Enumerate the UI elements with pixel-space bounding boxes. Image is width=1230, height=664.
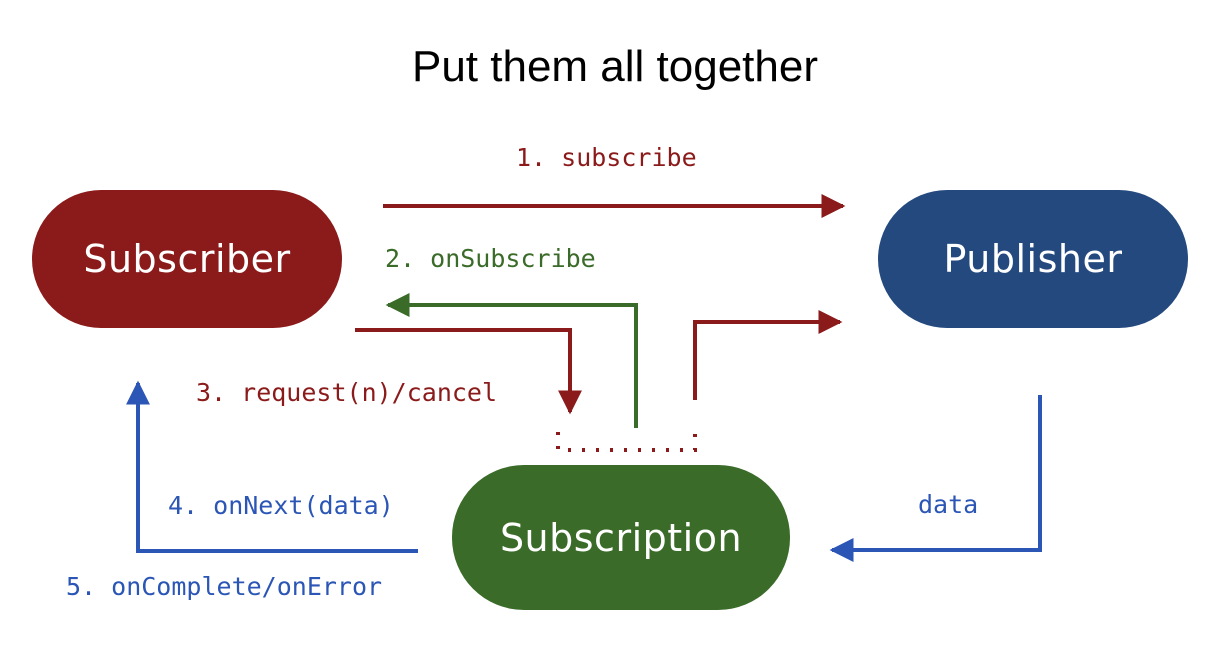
- node-publisher[interactable]: Publisher: [878, 190, 1188, 328]
- arrow-onnext-oncomplete: [126, 380, 418, 553]
- edge-label-subscribe: 1. subscribe: [516, 143, 697, 172]
- arrow-subscription-to-publisher: [693, 310, 843, 400]
- edge-label-data: data: [918, 490, 979, 519]
- edge-label-oncomplete-onerror: 5. onComplete/onError: [66, 572, 383, 601]
- arrow-onsubscribe: [385, 293, 638, 428]
- edge-label-onsubscribe: 2. onSubscribe: [385, 244, 596, 273]
- node-subscriber-label: Subscriber: [83, 237, 291, 281]
- page-title: Put them all together: [411, 42, 818, 91]
- node-subscriber[interactable]: Subscriber: [32, 190, 342, 328]
- dotted-bracket-subscription-channel: [556, 432, 697, 452]
- node-subscription-label: Subscription: [499, 515, 743, 560]
- node-publisher-label: Publisher: [943, 237, 1123, 281]
- edge-label-onnext: 4. onNext(data): [168, 491, 394, 520]
- arrow-data: [829, 395, 1042, 562]
- edge-label-request-cancel: 3. request(n)/cancel: [196, 378, 498, 407]
- arrow-request-cancel: [355, 328, 582, 415]
- node-subscription[interactable]: Subscription: [452, 465, 790, 610]
